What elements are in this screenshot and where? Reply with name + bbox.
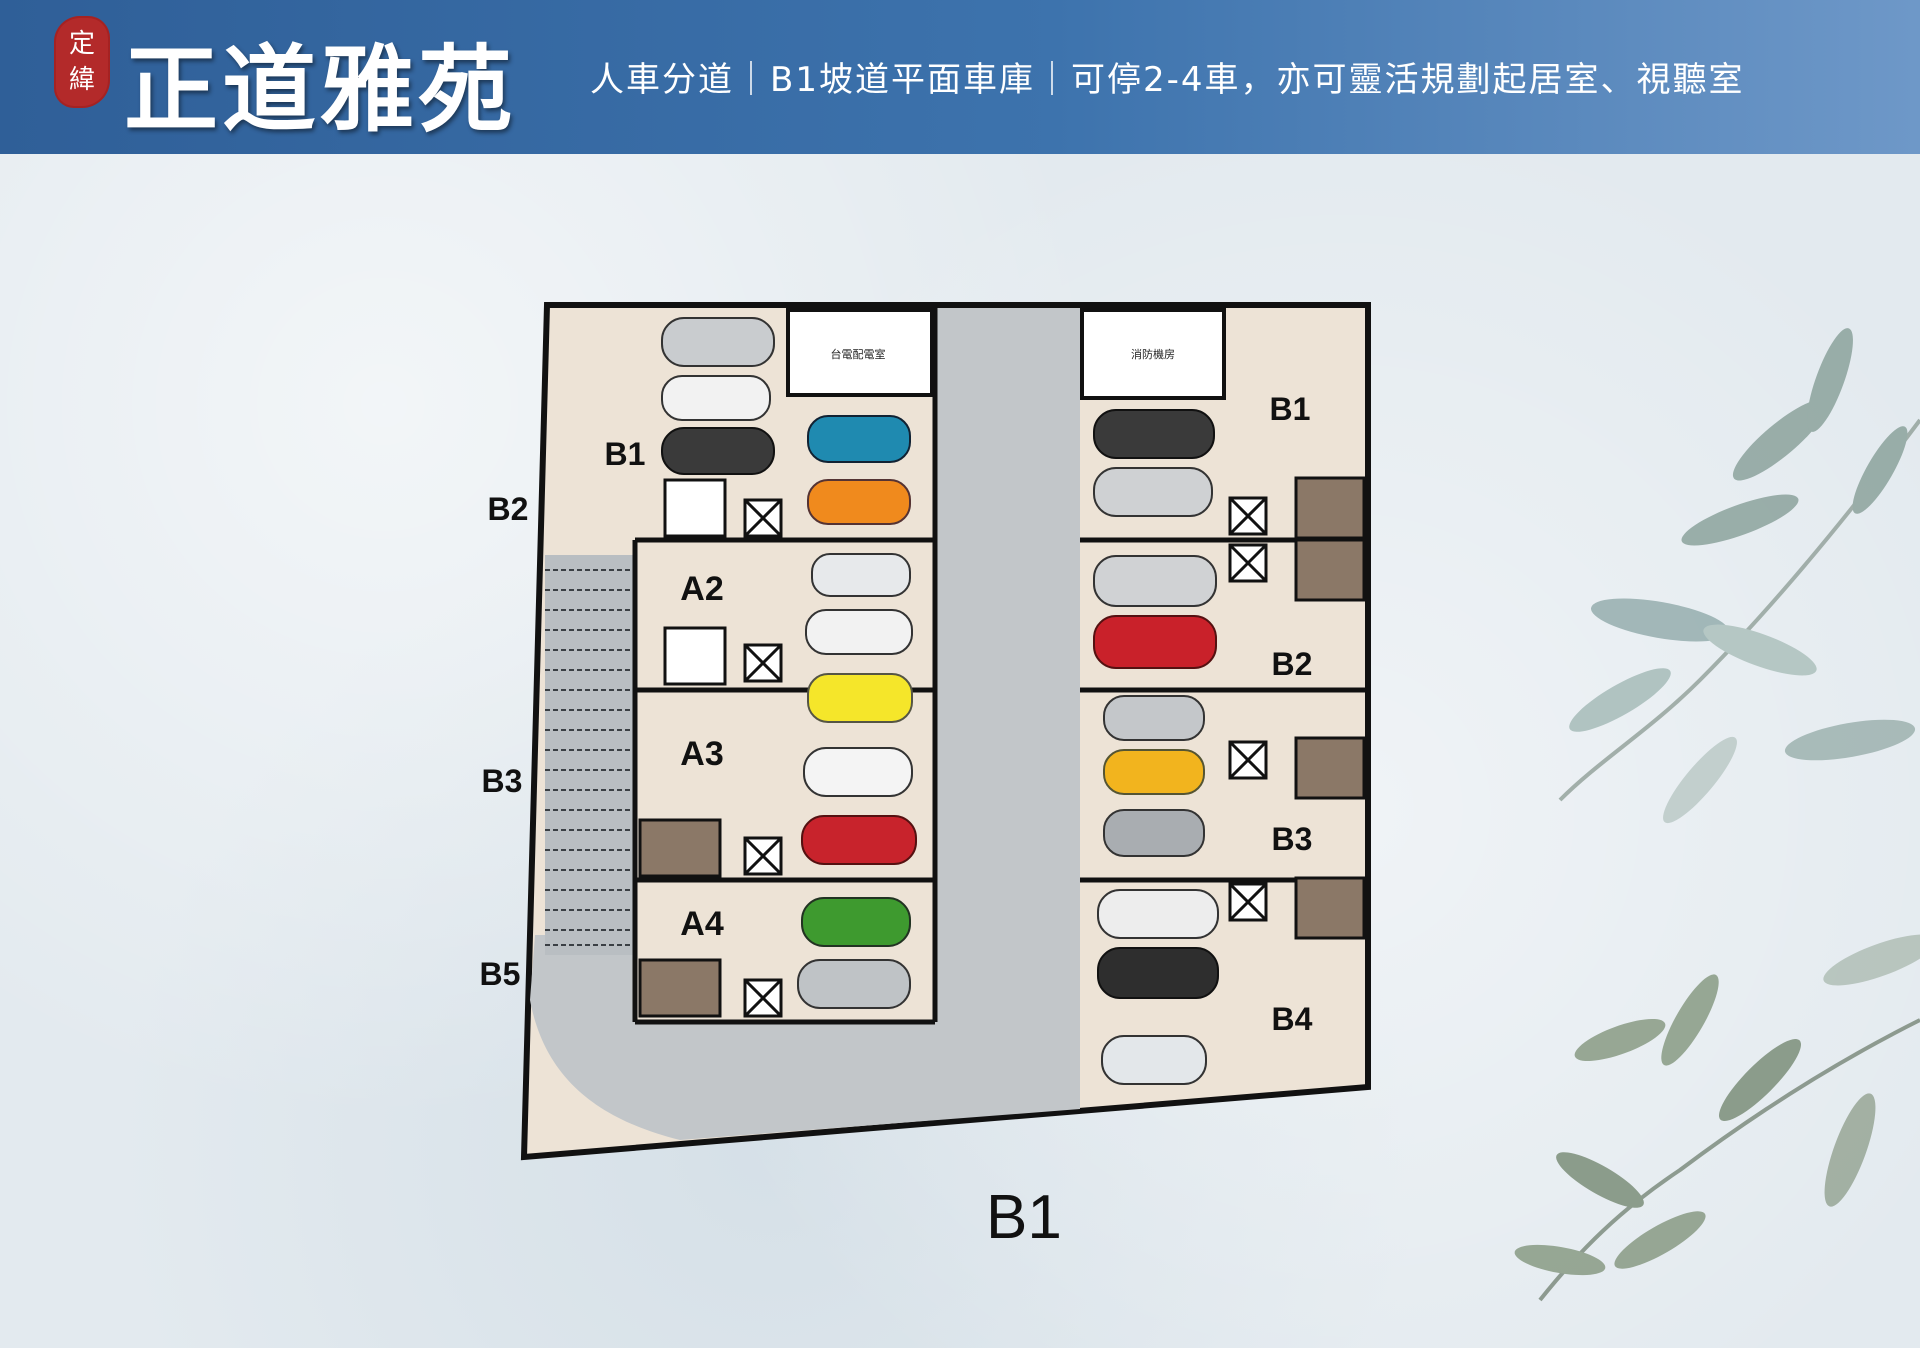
outer-label-b3: B3: [482, 763, 523, 799]
power-room-label: 台電配電室: [831, 347, 886, 361]
seal-char-2: 緯: [68, 65, 95, 95]
left-unit-label-b1: B1: [605, 436, 646, 472]
seal-char-1: 定: [68, 29, 95, 59]
left-parked-cars: [661, 317, 917, 1009]
brand-seal: 定 緯: [54, 16, 110, 108]
brand-title: 正道雅苑: [124, 35, 517, 145]
header-banner: 定 緯 正道雅苑 人車分道｜B1坡道平面車庫｜可停2-4車，亦可靈活規劃起居室、…: [0, 0, 1920, 154]
fire-room-label: 消防機房: [1131, 347, 1175, 361]
driveway-ramp: [530, 308, 1080, 1140]
unit-label-a3: A3: [680, 735, 723, 773]
left-unit-walls: [632, 308, 938, 1025]
right-unit-walls: [1080, 308, 1368, 883]
outer-label-b2: B2: [488, 491, 529, 527]
right-unit-label-b3: B3: [1272, 821, 1313, 857]
header-tagline: 人車分道｜B1坡道平面車庫｜可停2-4車，亦可靈活規劃起居室、視聽室: [590, 60, 1745, 100]
ramp-hatching: [545, 555, 633, 955]
floor-title: B1: [986, 1183, 1062, 1252]
stair-modules: [638, 476, 1366, 1018]
right-unit-label-b1: B1: [1270, 391, 1311, 427]
unit-label-a2: A2: [680, 570, 723, 608]
elevator-shafts: [743, 496, 1268, 1018]
right-parked-cars: [1093, 409, 1219, 1085]
right-unit-label-b2: B2: [1272, 646, 1313, 682]
right-unit-label-b4: B4: [1272, 1001, 1313, 1037]
outer-label-b5: B5: [480, 956, 521, 992]
unit-label-a4: A4: [680, 905, 724, 943]
